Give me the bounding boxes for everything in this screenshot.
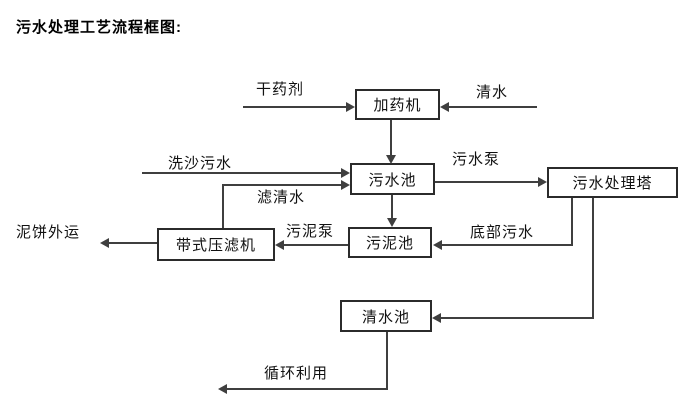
- label-recycle-use: 循环利用: [264, 365, 329, 382]
- arrowhead-sewage-pump-icon: [538, 177, 547, 187]
- flow-line-tower-to-clean-pool-horizontal: [441, 317, 594, 319]
- label-bottom-sewage: 底部污水: [470, 224, 535, 241]
- flow-line-recycle-use: [227, 388, 388, 390]
- node-belt-filter-press: 带式压滤机: [157, 228, 275, 261]
- flow-line-bottom-sewage-horizontal: [442, 244, 573, 246]
- flow-line-filtered-water-horizontal: [222, 184, 342, 186]
- node-sewage-pool: 污水池: [350, 163, 435, 195]
- node-dosing-machine: 加药机: [355, 89, 440, 120]
- label-filtered-water: 滤清水: [257, 189, 306, 206]
- label-sewage-pump: 污水泵: [452, 151, 501, 168]
- flow-line-mud-cake-out: [109, 242, 157, 244]
- label-mud-cake-out: 泥饼外运: [16, 224, 81, 241]
- flow-line-tower-to-clean-pool-vertical: [592, 198, 594, 319]
- flow-line-sewage-pump: [435, 181, 538, 183]
- arrowhead-sand-washing-icon: [341, 168, 350, 178]
- flow-line-clean-pool-down: [386, 332, 388, 390]
- arrowhead-mud-cake-icon: [100, 238, 109, 248]
- label-clean-water: 清水: [476, 84, 509, 101]
- node-sludge-pool: 污泥池: [348, 227, 432, 258]
- flow-line-dry-agent: [243, 106, 347, 108]
- flow-line-dosing-to-sewage-pool: [390, 120, 392, 156]
- arrowhead-tower-clean-pool-icon: [432, 313, 441, 323]
- arrowhead-sludge-pump-icon: [275, 240, 284, 250]
- arrowhead-filtered-water-icon: [341, 180, 350, 190]
- diagram-title: 污水处理工艺流程框图:: [16, 19, 182, 36]
- arrowhead-clean-water-icon: [440, 102, 449, 112]
- label-sludge-pump: 污泥泵: [286, 223, 335, 240]
- arrowhead-dosing-down-icon: [386, 155, 396, 164]
- flow-line-bottom-sewage-vertical: [571, 198, 573, 246]
- flow-line-filtered-water-vertical: [222, 184, 224, 228]
- flow-line-clean-water: [448, 106, 537, 108]
- flow-line-sludge-pump: [284, 244, 348, 246]
- node-clean-water-pool: 清水池: [340, 300, 432, 332]
- flow-line-sewage-pool-to-sludge-pool: [391, 195, 393, 219]
- arrowhead-pool-down-icon: [387, 218, 397, 227]
- label-dry-agent: 干药剂: [256, 81, 305, 98]
- label-sand-washing-sewage: 洗沙污水: [168, 155, 233, 172]
- arrowhead-dry-agent-icon: [346, 102, 355, 112]
- flow-line-sand-washing-sewage: [142, 172, 342, 174]
- arrowhead-recycle-icon: [218, 384, 227, 394]
- node-sewage-treatment-tower: 污水处理塔: [547, 167, 678, 198]
- arrowhead-bottom-sewage-icon: [433, 240, 442, 250]
